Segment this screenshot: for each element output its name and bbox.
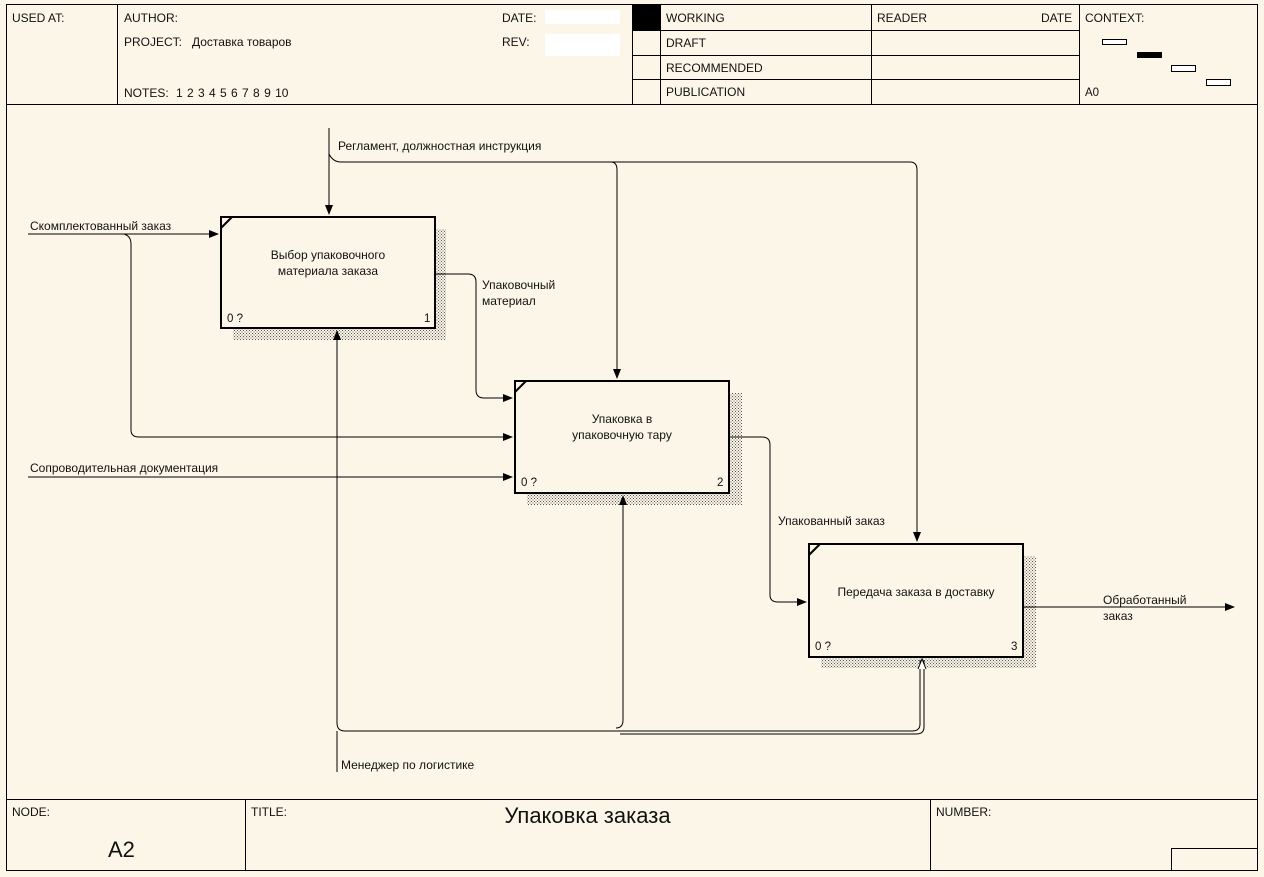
output-label-line2: заказ [1103, 609, 1133, 623]
notes-label: NOTES: [124, 86, 169, 100]
box2-number: 2 [717, 477, 724, 489]
mechanism-arrow-box2 [615, 495, 627, 729]
mechanism-double-line [620, 660, 925, 735]
box3-label[interactable]: Передача заказа в доставку [809, 584, 1023, 600]
rev-label: REV: [502, 35, 530, 49]
box1-label-line1: Выбор упаковочного [270, 248, 386, 262]
box3-label-line1: Передача заказа в доставку [837, 585, 995, 599]
function-box-2 [514, 380, 730, 494]
box1-cost: 0 ? [227, 313, 243, 325]
box3-number: 3 [1011, 641, 1018, 653]
used-at-label: USED AT: [12, 11, 65, 25]
footer-grid [6, 799, 1258, 870]
context-thumbnail [1102, 39, 1231, 86]
box2-cost: 0 ? [521, 477, 537, 489]
packing-material-label-line1: Упаковочный [482, 278, 556, 292]
input-docs-label: Сопроводительная документация [30, 461, 219, 475]
project-label: PROJECT: [124, 35, 183, 49]
box3-cost: 0 ? [815, 641, 831, 653]
node-label: NODE: [12, 805, 51, 819]
packed-order-arrow [729, 436, 807, 606]
mechanism-arrow-box1 [333, 330, 921, 732]
date-label: DATE: [502, 11, 537, 25]
packed-order-label: Упакованный заказ [778, 514, 885, 528]
box1-number: 1 [424, 313, 431, 325]
date-blank [545, 10, 620, 24]
author-label: AUTHOR: [124, 11, 178, 25]
packing-material-arrow [435, 273, 513, 402]
box2-label-line1: Упаковка в [591, 412, 653, 426]
header-grid [6, 4, 1258, 105]
context-node: A0 [1085, 87, 1100, 99]
box1-label-line2: материала заказа [277, 264, 379, 278]
context-label: CONTEXT: [1085, 11, 1145, 25]
status-publication: PUBLICATION [666, 85, 746, 99]
rev-blank [545, 34, 620, 56]
status-working: WORKING [666, 11, 725, 25]
function-box-3 [808, 543, 1024, 658]
box1-label[interactable]: Выбор упаковочного материала заказа [221, 247, 435, 279]
arrows [28, 128, 1235, 772]
reader-label: READER [877, 11, 928, 25]
number-subbox [1171, 848, 1258, 871]
input-order-arrow-box2 [123, 233, 513, 441]
control-arrow-box3 [611, 161, 921, 542]
working-status-marker [633, 5, 660, 30]
output-label-line1: Обработанный [1103, 593, 1187, 607]
project-value: Доставка товаров [192, 35, 292, 49]
reader-date-label: DATE [1041, 11, 1073, 25]
control-arrow-label: Регламент, должностная инструкция [338, 139, 542, 153]
status-draft: DRAFT [666, 36, 706, 50]
box2-label[interactable]: Упаковка в упаковочную тару [515, 411, 729, 443]
number-label: NUMBER: [936, 805, 992, 819]
diagram-title: Упаковка заказа [504, 803, 671, 828]
node-value: A2 [108, 837, 135, 862]
status-recommended: RECOMMENDED [666, 61, 763, 75]
input-order-label: Скомплектованный заказ [30, 219, 172, 233]
output-label: Обработанный заказ [1103, 592, 1186, 624]
title-label: TITLE: [251, 805, 288, 819]
mechanism-label: Менеджер по логистике [341, 758, 475, 772]
packing-material-label: Упаковочный материал [482, 277, 555, 309]
function-box-1 [220, 216, 436, 329]
packing-material-label-line2: материал [482, 294, 536, 308]
box2-label-line2: упаковочную тару [572, 428, 672, 442]
notes-numbers: 1 2 3 4 5 6 7 8 9 10 [176, 86, 289, 100]
mechanism-arrowhead-box3 [917, 657, 927, 670]
